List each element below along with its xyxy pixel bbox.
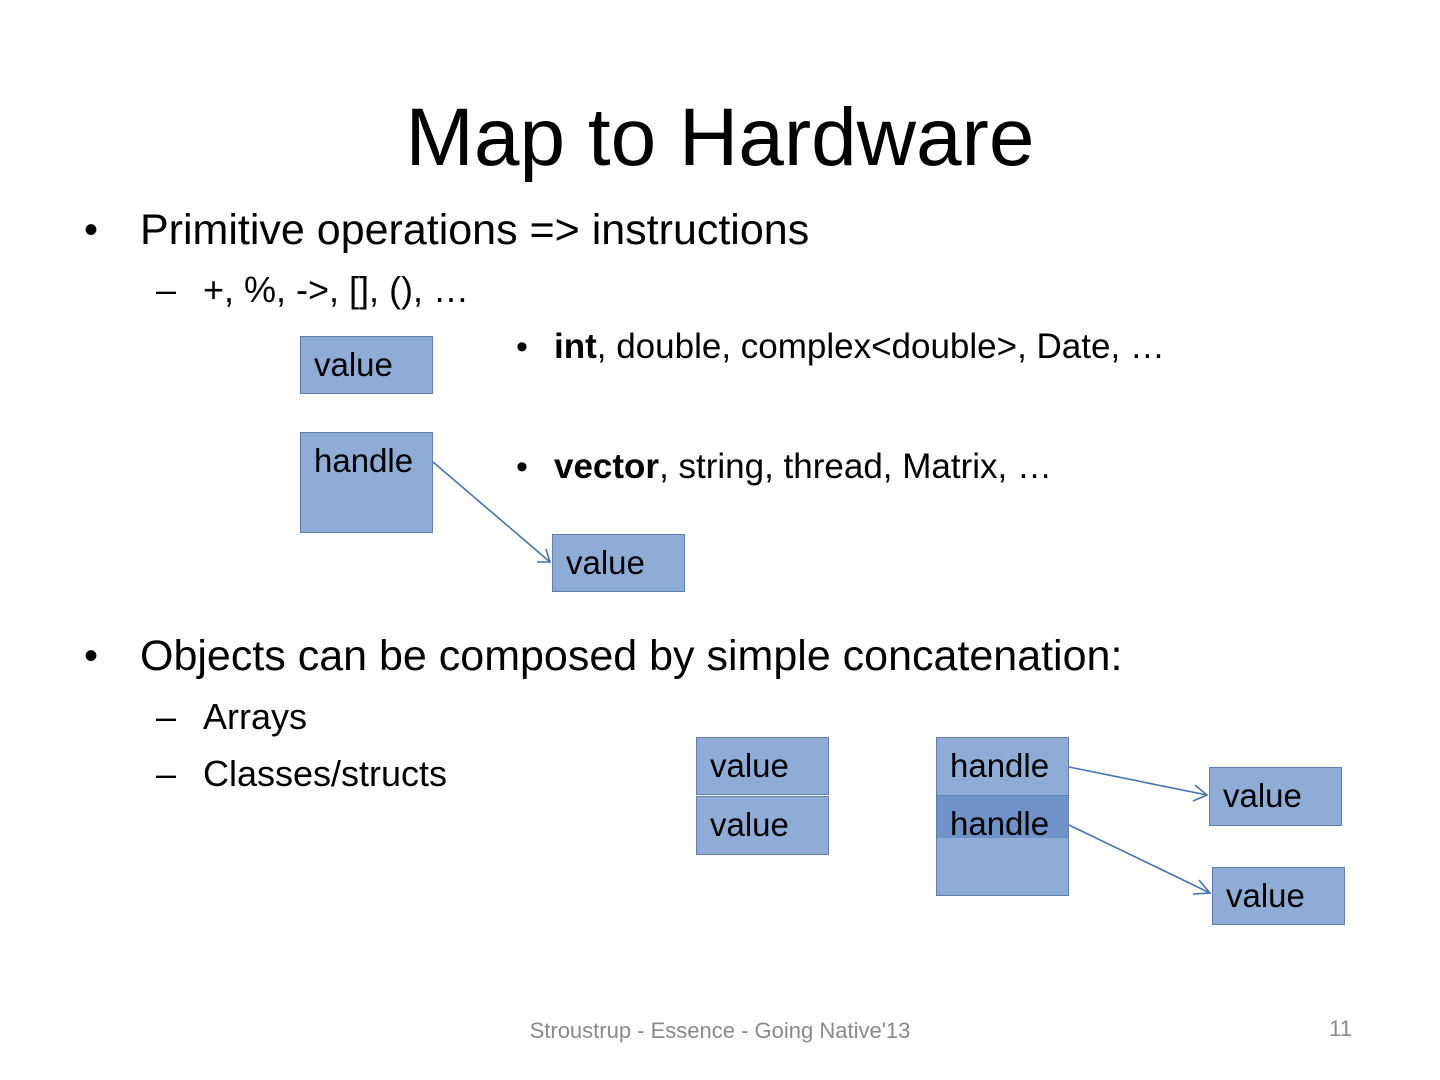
dash-marker: – bbox=[156, 696, 177, 737]
side-note-vector: vector bbox=[554, 447, 660, 486]
target-value-box-2: value bbox=[1212, 867, 1345, 925]
side-note-value-types-rest: , double, complex<double>, Date, … bbox=[596, 327, 1165, 366]
handle-lower-region bbox=[937, 838, 1068, 895]
target-value-box-1: value bbox=[1209, 767, 1342, 826]
arrow-handle1-to-value bbox=[1068, 766, 1208, 796]
sub-bullet-classes-structs: Classes/structs bbox=[203, 753, 448, 794]
arrow-handle-to-value bbox=[432, 461, 551, 563]
side-note-int: int bbox=[554, 327, 597, 366]
bullet-objects-composed: Objects can be composed by simple concat… bbox=[140, 632, 1123, 680]
arrow-handle2-to-value bbox=[1068, 824, 1211, 894]
arrowhead bbox=[1192, 879, 1212, 895]
arrowhead bbox=[1192, 784, 1209, 802]
side-bullet-marker: • bbox=[516, 328, 528, 366]
array-value-box-2: value bbox=[696, 796, 829, 855]
slide-title: Map to Hardware bbox=[405, 92, 1035, 183]
sub-bullet-operators: +, %, ->, [], (), … bbox=[203, 269, 470, 310]
page-number: 11 bbox=[1329, 1016, 1352, 1041]
sub-bullet-arrays: Arrays bbox=[203, 696, 308, 737]
bullet-marker: • bbox=[84, 208, 99, 252]
handle-box: handle bbox=[300, 432, 433, 533]
dash-marker: – bbox=[156, 753, 177, 794]
bullet-primitive-operations: Primitive operations => instructions bbox=[140, 206, 810, 254]
bullet-marker: • bbox=[84, 634, 99, 678]
array-handle-box-2: handle bbox=[936, 795, 1069, 896]
array-value-box-1: value bbox=[696, 737, 829, 795]
handle-overlap-region bbox=[937, 796, 1068, 838]
dash-marker: – bbox=[156, 269, 177, 310]
value-box: value bbox=[300, 336, 433, 394]
array-handle-box-2-label: handle bbox=[950, 805, 1050, 842]
side-bullet-marker: • bbox=[516, 448, 528, 486]
side-note-handle-types-rest: , string, thread, Matrix, … bbox=[659, 447, 1052, 486]
pointed-value-box: value bbox=[552, 534, 685, 592]
side-note-value-types: int, double, complex<double>, Date, … bbox=[554, 327, 1165, 367]
side-note-handle-types: vector, string, thread, Matrix, … bbox=[554, 447, 1052, 487]
footer-text: Stroustrup - Essence - Going Native'13 bbox=[529, 1018, 911, 1043]
arrowhead bbox=[537, 548, 552, 563]
